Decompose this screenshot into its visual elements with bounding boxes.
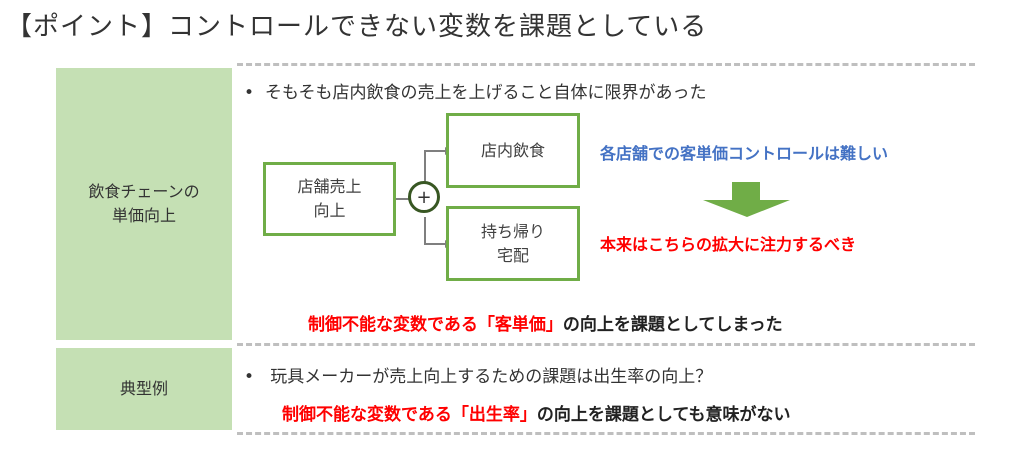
row-label-example: 典型例	[56, 348, 232, 430]
divider	[237, 432, 975, 435]
row-label-chain: 飲食チェーンの単価向上	[56, 68, 232, 340]
branch-box-dine-in: 店内飲食	[446, 113, 580, 188]
conclusion-highlight: 制御不能な変数である「客単価」	[308, 315, 563, 335]
note-blue: 各店舗での客単価コントロールは難しい	[600, 144, 889, 163]
page-title: 【ポイント】コントロールできない変数を課題としている	[6, 12, 708, 42]
box-text: 向上	[313, 201, 346, 220]
label-line: 飲食チェーンの	[88, 182, 200, 201]
note-red: 本来はこちらの拡大に注力するべき	[600, 235, 857, 254]
bullet-item: • 玩具メーカーが売上向上するための課題は出生率の向上？	[244, 367, 713, 387]
box-text: 持ち帰り	[480, 221, 545, 241]
divider	[237, 63, 975, 66]
bullet-text: そもそも店内飲食の売上を上げること自体に限界があった	[264, 83, 707, 103]
plus-icon: +	[408, 181, 440, 213]
down-arrow-icon	[703, 182, 790, 217]
box-text: 宅配	[496, 245, 529, 265]
divider	[237, 343, 975, 346]
conclusion: 制御不能な変数である「客単価」の向上を課題としてしまった	[308, 310, 783, 335]
bullet-text: 玩具メーカーが売上向上するための課題は出生率の向上？	[270, 367, 713, 387]
root-box: 店舗売上向上	[263, 162, 396, 236]
bullet-item: • そもそも店内飲食の売上を上げること自体に限界があった	[244, 83, 707, 103]
conclusion-text: の向上を課題としても意味がない	[536, 405, 791, 425]
label-line: 単価向上	[111, 206, 176, 225]
box-text: 店舗売上	[297, 177, 362, 196]
conclusion-highlight: 制御不能な変数である「出生率」	[282, 405, 537, 425]
branch-box-takeout: 持ち帰り宅配	[446, 206, 580, 281]
conclusion: 制御不能な変数である「出生率」の向上を課題としても意味がない	[282, 400, 790, 425]
conclusion-text: の向上を課題としてしまった	[562, 315, 783, 335]
